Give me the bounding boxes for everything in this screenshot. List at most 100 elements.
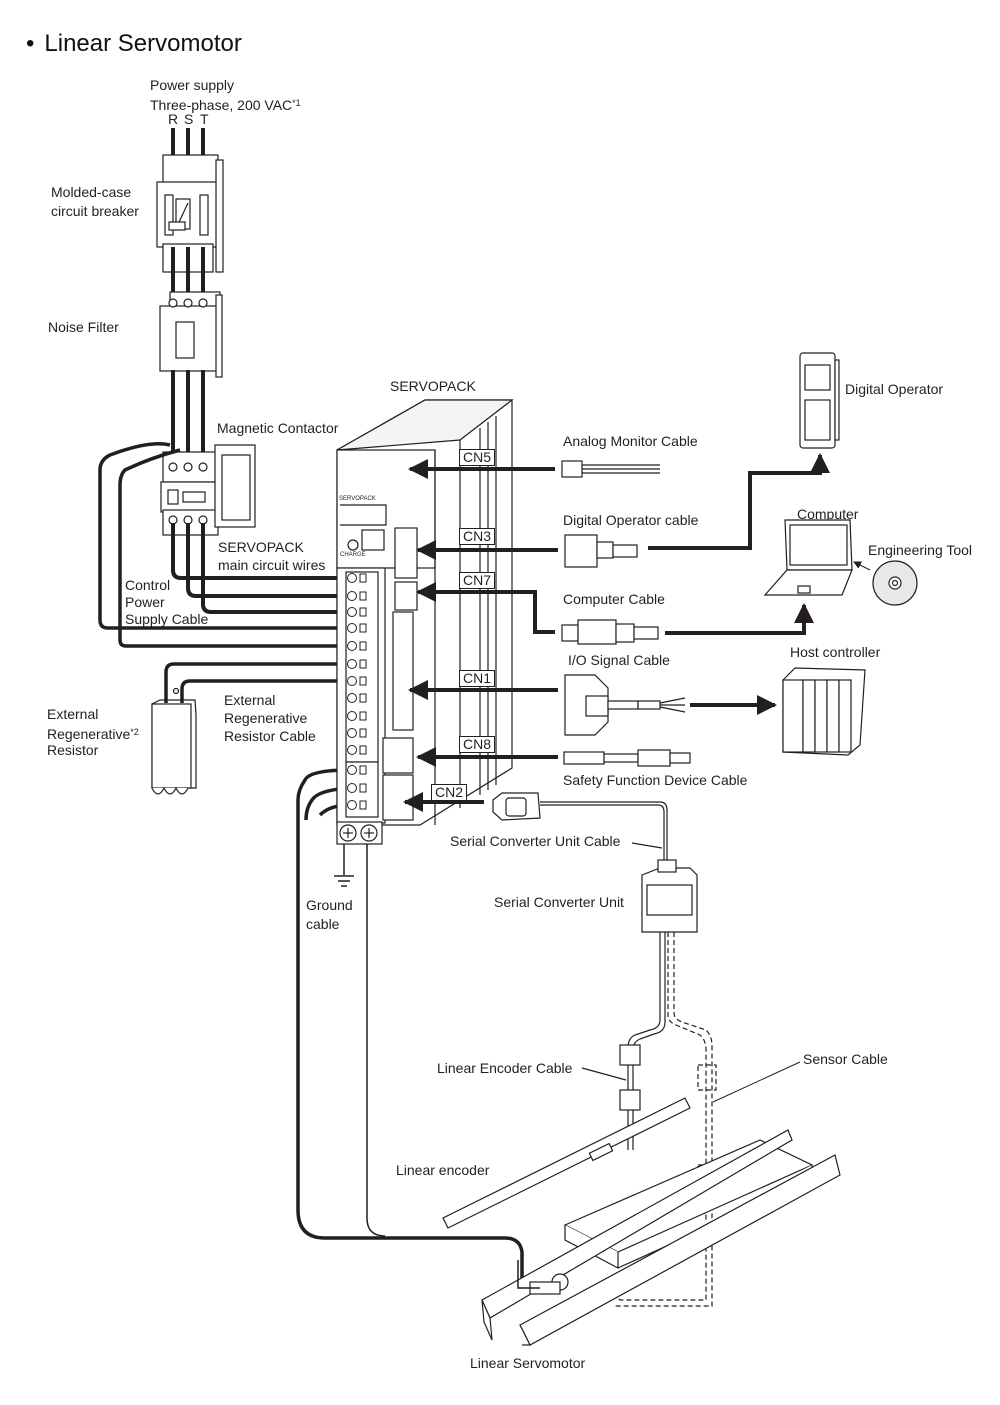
main-circuit-wires-label-2: main circuit wires	[218, 557, 326, 573]
ground-cable-label-1: Ground	[306, 897, 353, 913]
terminal-screw	[347, 591, 357, 601]
serial-converter-unit-cable	[492, 792, 668, 862]
magnetic-contactor-label: Magnetic Contactor	[217, 420, 339, 436]
computer-connection	[665, 603, 814, 635]
safety-function-cable-label: Safety Function Device Cable	[563, 772, 748, 788]
terminal-slot	[359, 745, 367, 755]
phase-r: R	[168, 111, 179, 127]
control-power-supply-cable	[98, 442, 350, 648]
external-regenerative-resistor-cable	[164, 662, 350, 703]
analog-monitor-cable	[561, 460, 660, 478]
host-controller-label: Host controller	[790, 644, 881, 660]
svg-text:CHARGE: CHARGE	[340, 552, 366, 558]
terminal-screw	[347, 693, 357, 703]
computer-device	[763, 519, 853, 596]
noise-filter-label: Noise Filter	[48, 319, 119, 335]
computer-cable	[561, 619, 659, 645]
engineering-tool-arrow	[853, 561, 871, 571]
connector-cn5: CN5	[459, 449, 496, 466]
terminal-slot	[359, 728, 367, 738]
computer-cable-label: Computer Cable	[563, 591, 665, 607]
terminal-slot	[359, 659, 367, 669]
host-controller-device	[782, 667, 866, 756]
svg-text:SERVOPACK: SERVOPACK	[339, 496, 376, 502]
io-signal-cable	[564, 674, 686, 736]
computer-label: Computer	[797, 506, 859, 522]
servopack-terminals	[347, 573, 367, 810]
terminal-screw	[347, 641, 357, 651]
terminal-slot	[359, 783, 367, 793]
ground-cable-label-2: cable	[306, 916, 340, 932]
noise-filter	[159, 291, 223, 378]
ext-regen-cable-label-2: Regenerative	[224, 710, 308, 726]
power-supply-label: Power supply	[150, 77, 235, 93]
motor-cable-end	[517, 1260, 540, 1289]
connector-cn3: CN3	[459, 528, 496, 545]
terminal-slot	[359, 693, 367, 703]
terminal-slot	[359, 800, 367, 810]
linear-encoder-cable-label: Linear Encoder Cable	[437, 1060, 573, 1076]
linear-servomotor	[481, 1129, 841, 1346]
engineering-tool-label: Engineering Tool	[868, 542, 973, 558]
magnetic-contactor	[160, 444, 256, 536]
serial-converter-unit-label: Serial Converter Unit	[494, 894, 624, 910]
footnote-1: *1	[292, 98, 301, 108]
connector-cn8: CN8	[459, 736, 496, 753]
terminal-screw	[347, 659, 357, 669]
external-regenerative-resistor	[151, 687, 197, 795]
sensor-cable-label: Sensor Cable	[803, 1051, 888, 1067]
servopack: SERVOPACK CHARGE	[336, 399, 514, 845]
servopack-main-circuit-wires	[171, 523, 350, 614]
ext-regen-resistor-text: Regenerative	[47, 726, 131, 742]
control-power-label-3: Supply Cable	[125, 611, 209, 627]
ext-regen-resistor-label-1: External	[47, 706, 99, 722]
ext-regen-cable-label-3: Resistor Cable	[224, 728, 316, 744]
motor-ground-wire	[366, 838, 386, 1237]
ext-regen-resistor-label-2: Regenerative*2	[47, 723, 139, 743]
phase-t: T	[200, 111, 209, 127]
terminal-slot	[359, 591, 367, 601]
breaker-label-1: Molded-case	[51, 184, 132, 200]
title-text: Linear Servomotor	[44, 30, 242, 57]
digital-operator-connection	[648, 453, 830, 550]
breaker-label-2: circuit breaker	[51, 203, 139, 219]
serial-converter-unit	[641, 859, 698, 933]
terminal-slot	[359, 607, 367, 617]
engineering-tool-cd	[872, 560, 918, 606]
terminal-screw	[347, 711, 357, 721]
servopack-label: SERVOPACK	[390, 378, 476, 394]
main-circuit-wires-label-1: SERVOPACK	[218, 539, 304, 555]
terminal-screw	[347, 783, 357, 793]
terminal-slot	[359, 573, 367, 583]
terminal-slot	[359, 676, 367, 686]
digital-operator-cable	[564, 534, 638, 568]
power-supply-spec-text: Three-phase, 200 VAC	[150, 97, 293, 113]
linear-encoder-label: Linear encoder	[396, 1162, 490, 1178]
terminal-screw	[347, 573, 357, 583]
digital-operator-label: Digital Operator	[845, 381, 944, 397]
terminal-screw	[347, 728, 357, 738]
terminal-screw	[347, 623, 357, 633]
safety-function-device-cable	[563, 749, 691, 767]
terminal-slot	[359, 765, 367, 775]
control-power-label-1: Control	[125, 577, 171, 593]
linear-encoder-cable	[581, 932, 666, 1150]
digital-operator-cable-label: Digital Operator cable	[563, 512, 699, 528]
terminal-screw	[347, 607, 357, 617]
serial-converter-unit-cable-label: Serial Converter Unit Cable	[450, 833, 621, 849]
ext-regen-cable-label-1: External	[224, 692, 276, 708]
page-title: •Linear Servomotor	[26, 30, 242, 58]
terminal-slot	[359, 623, 367, 633]
sensor-cable-leader	[712, 1061, 801, 1103]
phase-s: S	[184, 111, 194, 127]
terminal-screw	[347, 745, 357, 755]
connector-cn7: CN7	[459, 572, 496, 589]
ext-regen-resistor-label-3: Resistor	[47, 742, 99, 758]
terminal-slot	[359, 711, 367, 721]
linear-servomotor-label: Linear Servomotor	[470, 1355, 586, 1371]
connector-cn1: CN1	[459, 670, 496, 687]
breaker-to-filter-wires	[171, 247, 205, 300]
ground-cable	[334, 838, 354, 887]
terminal-screw	[347, 800, 357, 810]
